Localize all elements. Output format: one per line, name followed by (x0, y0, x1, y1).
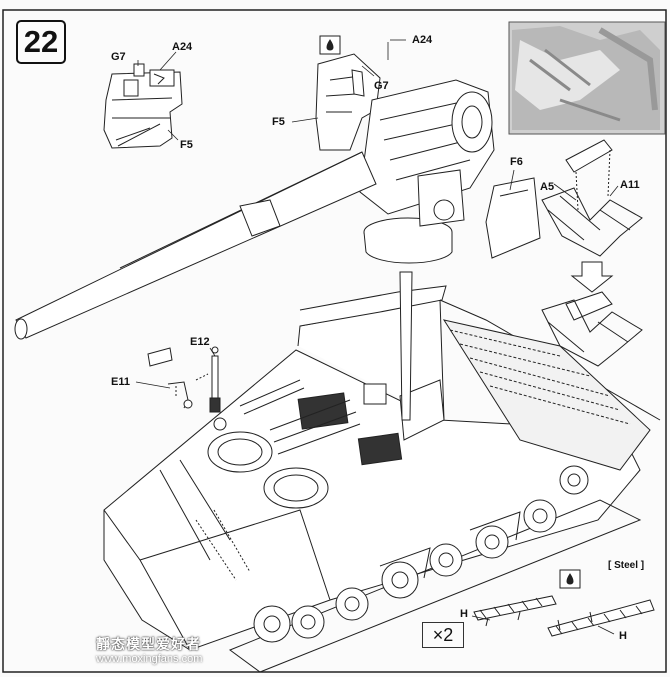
part-label-h: H (619, 630, 627, 642)
subassembly-f5-left (103, 63, 183, 149)
part-label-a24: A24 (412, 34, 433, 46)
glue-icon (559, 569, 581, 589)
page-frame (2, 9, 667, 673)
part-label-e11: E11 (111, 376, 130, 388)
part-label-h: H (460, 608, 468, 620)
watermark-site: 靜态模型爱好者 (96, 636, 201, 652)
step-number: 22 (16, 20, 66, 64)
part-label-f5: F5 (272, 116, 285, 128)
quantity-multiplier: ×2 (422, 622, 464, 648)
part-label-g7: G7 (374, 80, 389, 92)
part-label-f5: F5 (180, 139, 193, 151)
part-label-a24: A24 (172, 41, 193, 53)
glue-icon (319, 35, 341, 55)
part-label-f6: F6 (510, 156, 523, 168)
e-parts (147, 346, 221, 413)
tank-hull (103, 271, 661, 651)
spade-subassembly (541, 139, 643, 367)
track-material-note: [ Steel ] (608, 560, 645, 571)
photo-reference (508, 21, 666, 135)
part-label-e12: E12 (190, 336, 210, 348)
leader-lines (135, 39, 619, 635)
track-links (473, 595, 655, 637)
gun-assembly (14, 53, 541, 340)
part-label-a5: A5 (540, 181, 555, 193)
part-label-a11: A11 (620, 179, 640, 191)
watermark-url: www.moxingfans.com (96, 653, 203, 665)
running-gear (228, 465, 642, 673)
down-arrow-icon (570, 261, 614, 293)
part-label-g7: G7 (111, 51, 126, 63)
